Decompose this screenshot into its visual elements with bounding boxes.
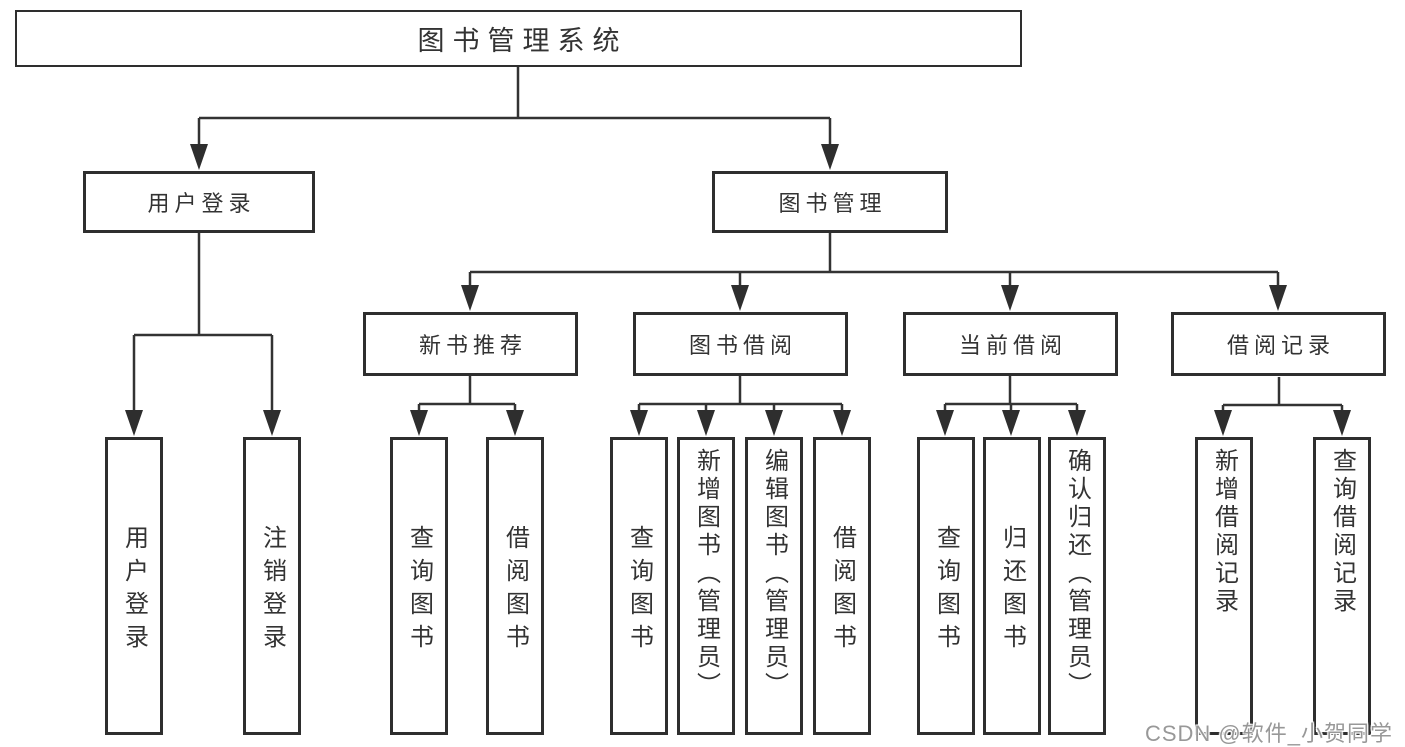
arrow-down-icon (461, 285, 479, 311)
node-label: 归还图书 (998, 524, 1026, 657)
connector-line (943, 376, 1079, 414)
leaf-user-login: 用户登录 (105, 437, 163, 735)
connector-borrow-records-to-leaves (1214, 377, 1351, 436)
leaf-add-borrow-record: 新增借阅记录 (1195, 437, 1253, 735)
leaf-query-books-borrow: 查询图书 (610, 437, 668, 735)
leaf-confirm-return-admin: 确认归还（管理员） (1048, 437, 1106, 735)
connector-line (197, 67, 832, 148)
node-user-login: 用户登录 (83, 171, 315, 233)
arrow-down-icon (630, 410, 648, 436)
connector-user-login-to-leaves (125, 233, 281, 436)
node-label: 注销登录 (258, 524, 286, 657)
node-label: 借阅图书 (828, 524, 856, 657)
leaf-logout: 注销登录 (243, 437, 301, 735)
arrow-down-icon (1068, 410, 1086, 436)
arrow-down-icon (731, 285, 749, 311)
node-book-management: 图书管理 (712, 171, 948, 233)
leaf-borrow-books: 借阅图书 (813, 437, 871, 735)
node-label: 查询图书 (405, 524, 433, 657)
node-label: 借阅图书 (501, 524, 529, 657)
node-label: 当前借阅 (958, 333, 1067, 358)
arrow-down-icon (821, 144, 839, 170)
arrow-down-icon (125, 410, 143, 436)
leaf-query-books-recommend: 查询图书 (390, 437, 448, 735)
connector-book-management-to-level3 (461, 233, 1287, 311)
arrow-down-icon (1001, 285, 1019, 311)
watermark: CSDN @软件_小贺同学 (1144, 721, 1393, 746)
connector-line (417, 376, 517, 414)
node-label: 新增图书（管理员） (692, 448, 720, 700)
node-book-borrow: 图书借阅 (633, 312, 848, 376)
connector-line (637, 376, 844, 414)
connector-line (132, 233, 274, 414)
node-label: 用户登录 (120, 524, 148, 657)
arrow-down-icon (1214, 410, 1232, 436)
arrow-down-icon (1333, 410, 1351, 436)
node-label: 用户登录 (147, 191, 256, 216)
leaf-return-books: 归还图书 (983, 437, 1041, 735)
connector-root-to-level2 (190, 67, 839, 170)
node-label: 编辑图书（管理员） (760, 448, 788, 700)
arrow-down-icon (697, 410, 715, 436)
connector-book-borrow-to-leaves (630, 376, 851, 436)
node-borrow-records: 借阅记录 (1171, 312, 1386, 376)
node-label: 图书借阅 (688, 333, 797, 358)
arrow-down-icon (1002, 410, 1020, 436)
leaf-query-borrow-record: 查询借阅记录 (1313, 437, 1371, 735)
arrow-down-icon (263, 410, 281, 436)
node-root: 图书管理系统 (15, 10, 1022, 67)
node-label: 确认归还（管理员） (1063, 448, 1091, 700)
node-label: 新书推荐 (418, 333, 527, 358)
arrow-down-icon (833, 410, 851, 436)
arrow-down-icon (765, 410, 783, 436)
connector-new-book-to-leaves (410, 376, 524, 436)
leaf-add-book-admin: 新增图书（管理员） (677, 437, 735, 735)
node-label: 借阅记录 (1226, 333, 1335, 358)
node-label: 新增借阅记录 (1210, 448, 1238, 616)
node-label: 查询借阅记录 (1328, 448, 1356, 616)
leaf-edit-book-admin: 编辑图书（管理员） (745, 437, 803, 735)
arrow-down-icon (506, 410, 524, 436)
connector-current-borrow-to-leaves (936, 376, 1086, 436)
arrow-down-icon (1269, 285, 1287, 311)
connector-line (1221, 377, 1344, 414)
leaf-query-books-current: 查询图书 (917, 437, 975, 735)
node-label: 图书管理 (778, 191, 887, 216)
connector-line (468, 233, 1280, 288)
node-label: 图书管理系统 (417, 26, 628, 56)
leaf-borrow-books-recommend: 借阅图书 (486, 437, 544, 735)
node-label: 查询图书 (932, 524, 960, 657)
node-current-borrow: 当前借阅 (903, 312, 1118, 376)
node-label: 查询图书 (625, 524, 653, 657)
arrow-down-icon (410, 410, 428, 436)
node-new-book-recommend: 新书推荐 (363, 312, 578, 376)
arrow-down-icon (936, 410, 954, 436)
arrow-down-icon (190, 144, 208, 170)
